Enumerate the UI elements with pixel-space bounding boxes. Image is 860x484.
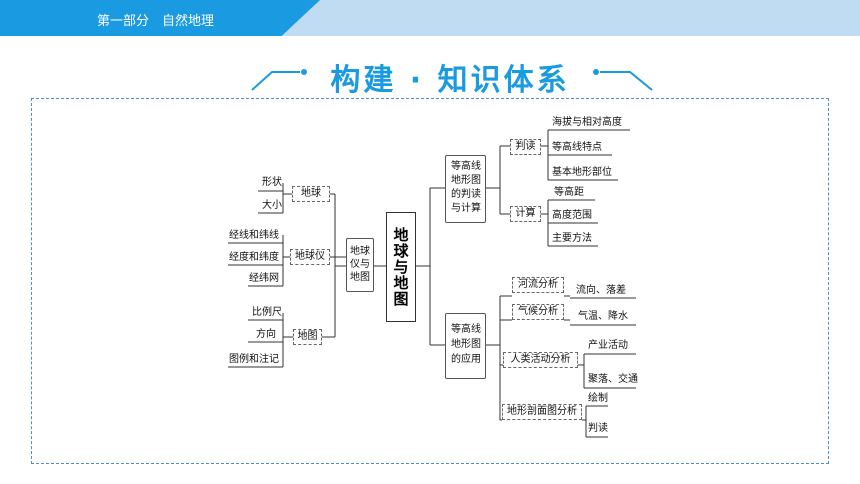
leaf-settlement-transport: 聚落、交通 bbox=[588, 374, 638, 385]
banner-decoration bbox=[251, 69, 653, 91]
group-human: 人类活动分析 bbox=[503, 352, 578, 368]
group-globe: 地球仪 bbox=[290, 249, 330, 265]
group-profile: 地形剖面图分析 bbox=[502, 404, 582, 420]
leaf-industry: 产业活动 bbox=[588, 340, 628, 351]
section-title: 第一部分 自然地理 bbox=[97, 14, 215, 29]
leaf-longitude-latitude: 经度和纬度 bbox=[229, 252, 279, 263]
leaf-flow-drop: 流向、落差 bbox=[576, 285, 626, 296]
hub-globe-and-map: 地球仪与地图 bbox=[346, 238, 374, 292]
leaf-main-methods: 主要方法 bbox=[552, 233, 592, 244]
content-frame bbox=[31, 98, 829, 464]
leaf-height-range: 高度范围 bbox=[552, 210, 592, 221]
hub-contour-application: 等高线地形图的应用 bbox=[445, 313, 486, 379]
leaf-shape: 形状 bbox=[262, 177, 282, 188]
leaf-contour-features: 等高线特点 bbox=[552, 142, 602, 153]
leaf-interpret: 判读 bbox=[588, 423, 608, 434]
banner-title: 构建 · 知识体系 bbox=[330, 63, 570, 98]
leaf-terrain-parts: 基本地形部位 bbox=[552, 167, 612, 178]
group-calc: 计算 bbox=[510, 206, 541, 222]
root-node: 地球与地图 bbox=[386, 212, 416, 322]
leaf-altitude: 海拔与相对高度 bbox=[552, 117, 622, 128]
hub-contour-reading: 等高线地形图的判读与计算 bbox=[445, 155, 486, 223]
leaf-temp-precip: 气温、降水 bbox=[578, 311, 628, 322]
leaf-contour-interval: 等高距 bbox=[554, 187, 584, 198]
leaf-grid: 经纬网 bbox=[249, 273, 279, 284]
leaf-scale: 比例尺 bbox=[252, 307, 282, 318]
leaf-draw: 绘制 bbox=[588, 393, 608, 404]
group-river: 河流分析 bbox=[512, 277, 564, 293]
group-map: 地图 bbox=[293, 329, 322, 345]
leaf-legend-notes: 图例和注记 bbox=[229, 354, 279, 365]
group-read: 判读 bbox=[510, 139, 541, 155]
leaf-meridian-parallel: 经线和纬线 bbox=[229, 230, 279, 241]
section-tab bbox=[0, 0, 320, 36]
group-earth: 地球 bbox=[292, 186, 330, 202]
group-climate: 气候分析 bbox=[512, 304, 564, 320]
leaf-size: 大小 bbox=[262, 200, 282, 211]
leaf-direction: 方向 bbox=[256, 329, 276, 340]
